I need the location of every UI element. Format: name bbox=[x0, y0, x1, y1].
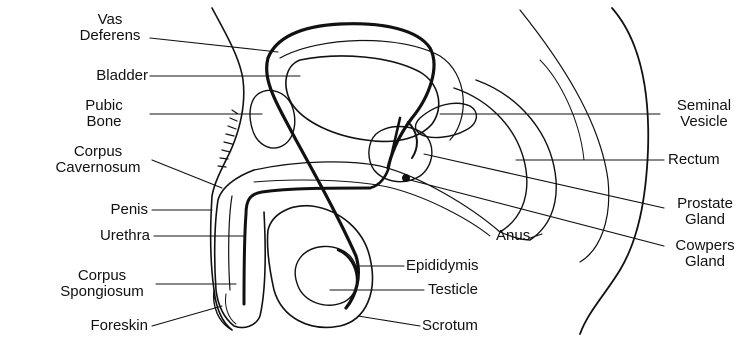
label-vas-deferens: Vas Deferens bbox=[70, 12, 150, 44]
label-penis: Penis bbox=[48, 202, 148, 218]
label-testicle: Testicle bbox=[428, 282, 478, 298]
label-seminal-vesicle-line2: Vesicle bbox=[662, 114, 746, 130]
label-seminal-vesicle: Seminal Vesicle bbox=[662, 98, 746, 130]
label-prostate-gland-line2: Gland bbox=[664, 212, 746, 228]
label-cowpers-gland: Cowpers Gland bbox=[664, 238, 746, 270]
label-vas-deferens-line1: Vas bbox=[70, 12, 150, 28]
leader-prostate bbox=[424, 154, 664, 208]
label-pubic-bone: Pubic Bone bbox=[64, 98, 144, 130]
leader-vas-deferens bbox=[150, 38, 278, 52]
pubic-bone bbox=[250, 90, 295, 148]
label-urethra: Urethra bbox=[48, 228, 150, 244]
label-corpus-cavernosum-line1: Corpus bbox=[48, 144, 148, 160]
label-cowpers-gland-line2: Gland bbox=[664, 254, 746, 270]
label-corpus-cavernosum-line2: Cavernosum bbox=[48, 160, 148, 176]
label-corpus-spongiosum-line1: Corpus bbox=[52, 268, 152, 284]
label-anus: Anus bbox=[496, 228, 530, 244]
label-foreskin: Foreskin bbox=[48, 318, 148, 334]
label-seminal-vesicle-line1: Seminal bbox=[662, 98, 746, 114]
label-corpus-spongiosum-line2: Spongiosum bbox=[52, 284, 152, 300]
label-pubic-bone-line2: Bone bbox=[64, 114, 144, 130]
body-outline-back bbox=[580, 8, 648, 334]
label-cowpers-gland-line1: Cowpers bbox=[664, 238, 746, 254]
label-epididymis: Epididymis bbox=[406, 258, 479, 274]
cowpers-gland-dot bbox=[402, 174, 410, 182]
back-inner-line bbox=[520, 10, 609, 262]
label-rectum: Rectum bbox=[668, 152, 720, 168]
leader-foreskin bbox=[152, 306, 222, 326]
label-scrotum: Scrotum bbox=[422, 318, 478, 334]
seminal-vesicle bbox=[416, 103, 477, 137]
label-bladder: Bladder bbox=[48, 68, 148, 84]
testicle bbox=[295, 246, 358, 305]
label-corpus-cavernosum: Corpus Cavernosum bbox=[48, 144, 148, 176]
label-prostate-gland-line1: Prostate bbox=[664, 196, 746, 212]
leader-corpus-cavernosum bbox=[152, 160, 222, 188]
label-corpus-spongiosum: Corpus Spongiosum bbox=[52, 268, 152, 300]
label-pubic-bone-line1: Pubic bbox=[64, 98, 144, 114]
label-vas-deferens-line2: Deferens bbox=[70, 28, 150, 44]
corpus-cavernosum bbox=[229, 196, 232, 290]
leader-scrotum bbox=[358, 316, 420, 326]
label-prostate-gland: Prostate Gland bbox=[664, 196, 746, 228]
